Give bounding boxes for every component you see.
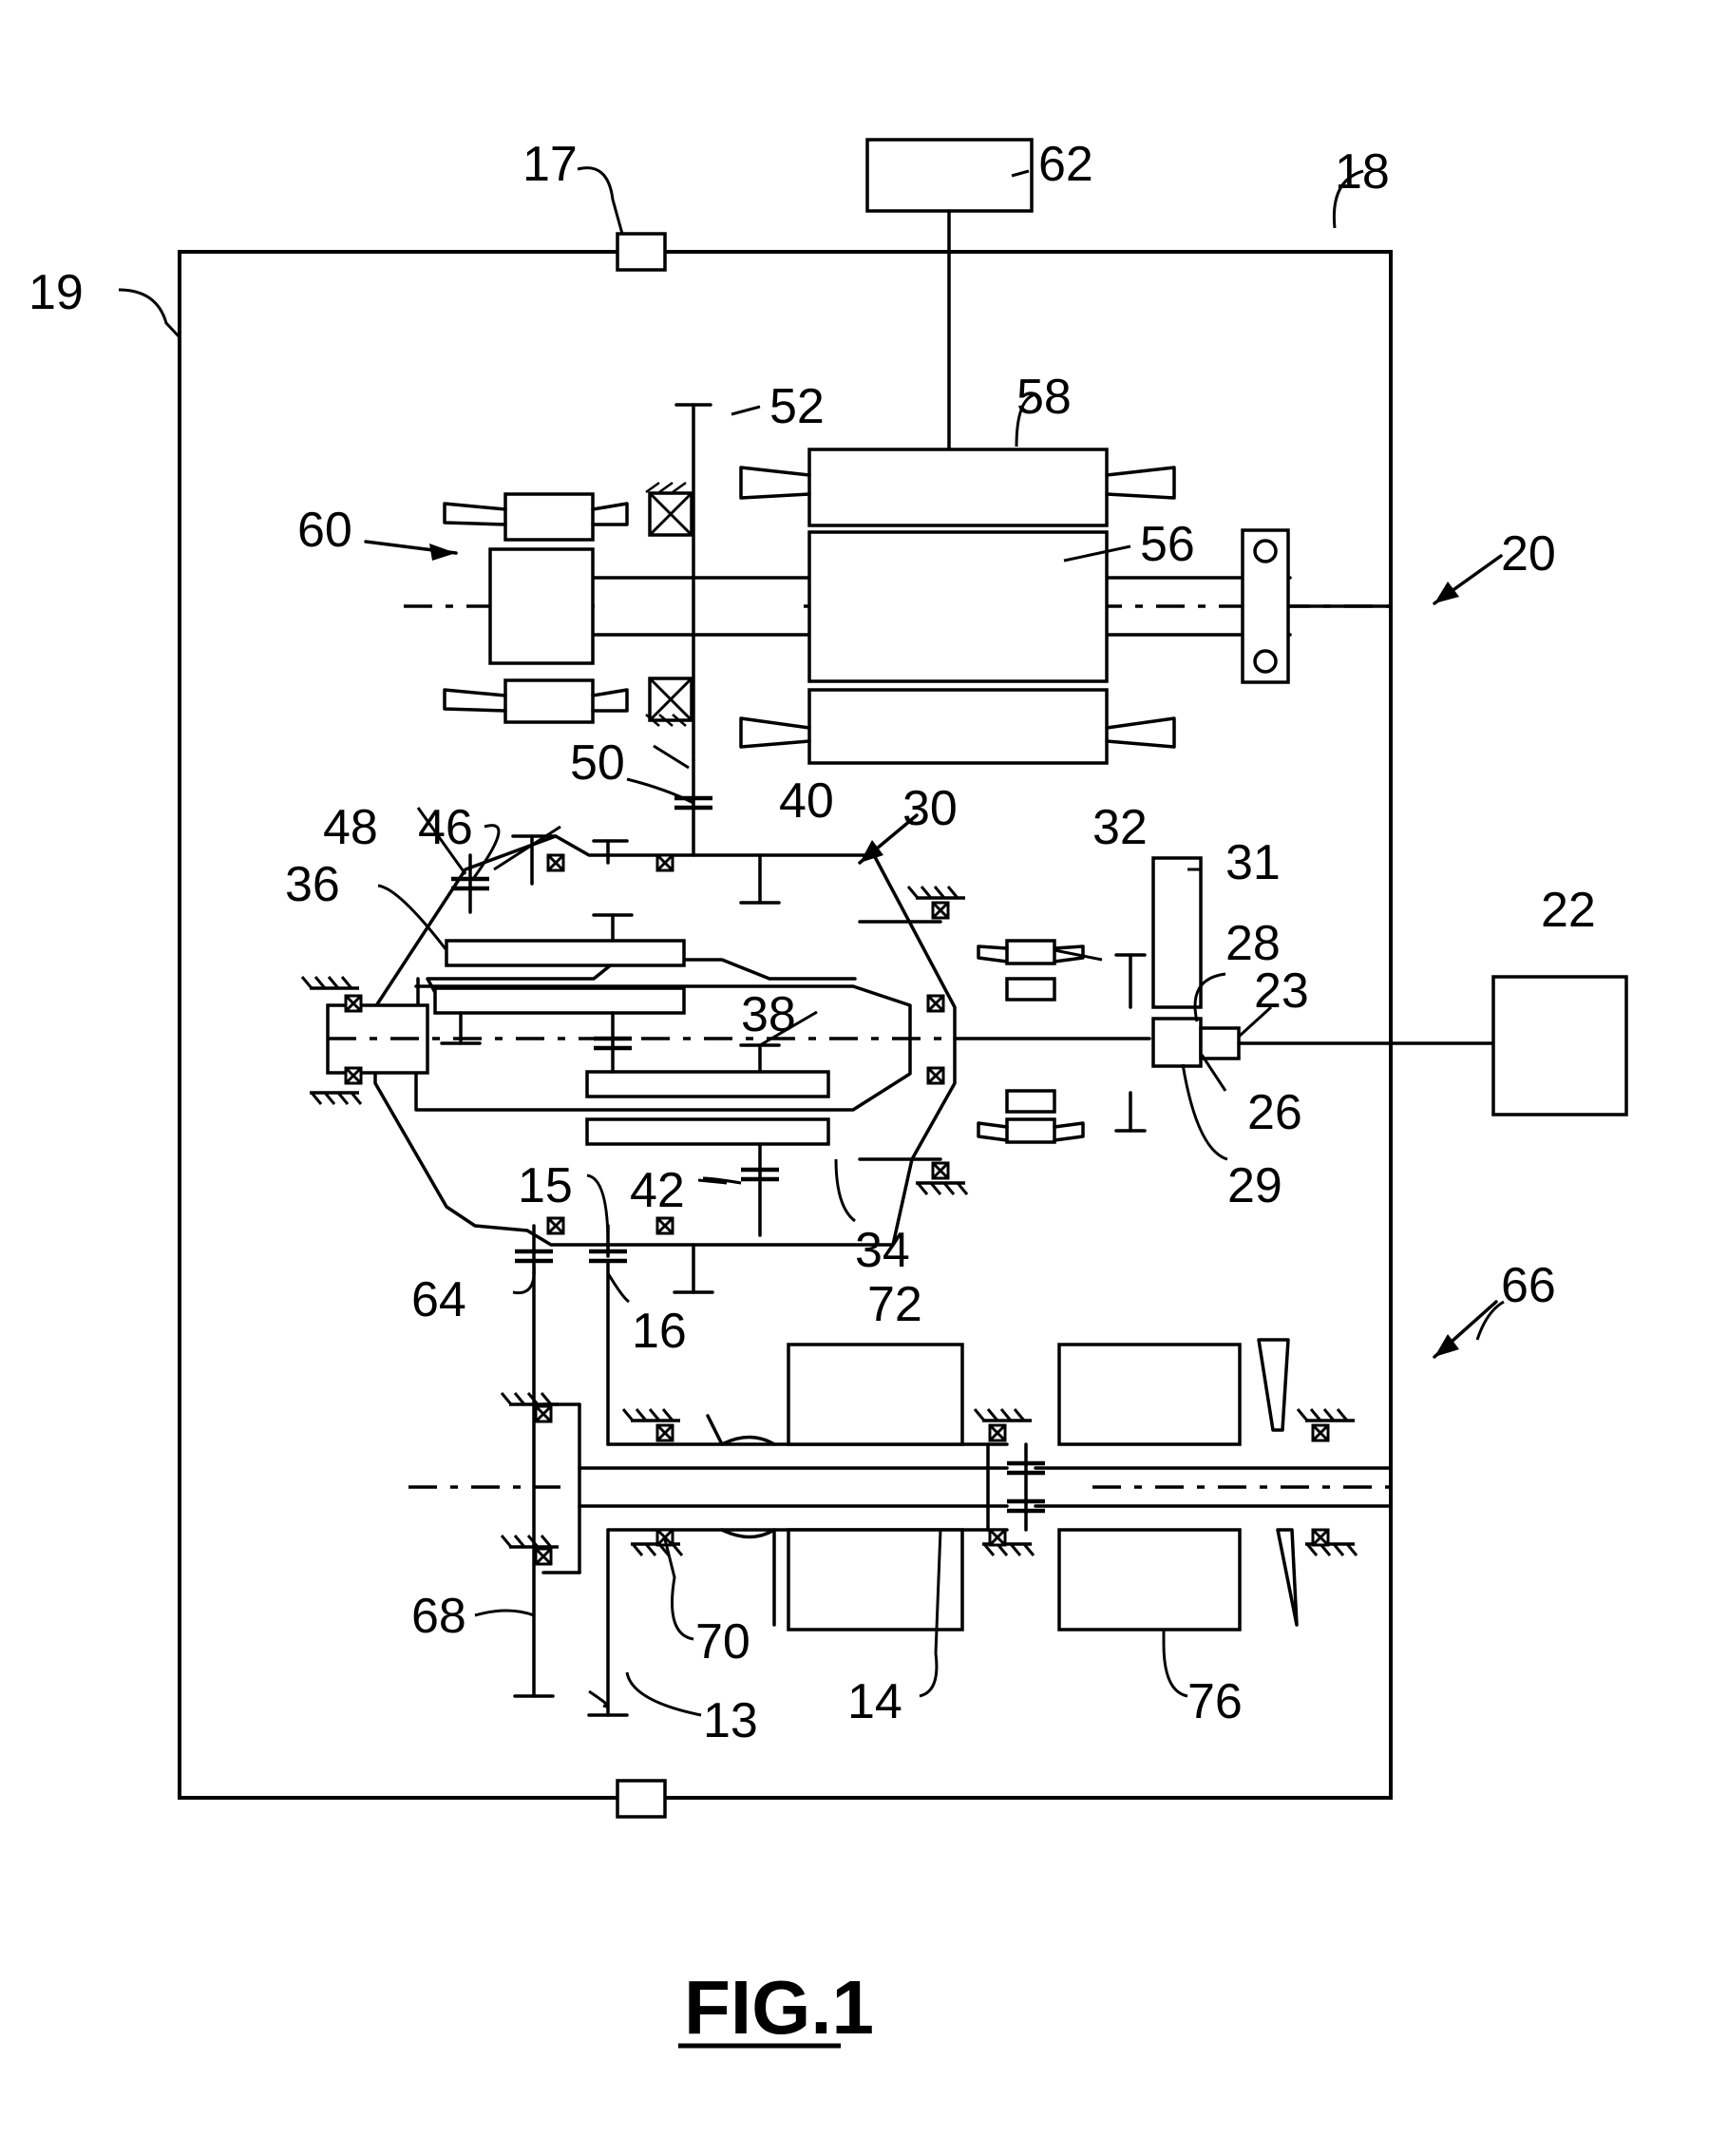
label-72: 72	[867, 1277, 922, 1332]
label-18: 18	[1335, 144, 1390, 200]
label-30: 30	[902, 781, 958, 836]
label-62: 62	[1038, 137, 1093, 192]
label-70: 70	[695, 1614, 750, 1669]
label-14: 14	[847, 1674, 902, 1729]
label-68: 68	[411, 1589, 466, 1644]
figure-title: FIG.1	[684, 1965, 874, 2050]
label-19: 19	[28, 265, 84, 320]
label-42: 42	[630, 1163, 685, 1218]
label-29: 29	[1227, 1158, 1282, 1213]
label-32: 32	[1092, 800, 1148, 855]
label-26: 26	[1247, 1085, 1302, 1140]
label-20: 20	[1501, 526, 1556, 582]
label-64: 64	[411, 1272, 466, 1327]
gearbox-30	[302, 760, 1626, 1245]
mount-top	[617, 234, 665, 270]
block-62	[867, 140, 1032, 211]
label-52: 52	[769, 379, 825, 434]
label-31: 31	[1225, 835, 1281, 890]
label-34: 34	[855, 1223, 910, 1278]
label-60: 60	[297, 503, 352, 558]
label-16: 16	[632, 1304, 687, 1359]
label-48: 48	[323, 800, 378, 855]
label-36: 36	[285, 857, 340, 912]
top-assembly-20	[404, 405, 1391, 763]
label-56: 56	[1140, 517, 1195, 572]
label-66: 66	[1501, 1258, 1556, 1313]
label-40: 40	[779, 773, 834, 829]
label-76: 76	[1187, 1674, 1243, 1729]
label-17: 17	[522, 137, 578, 192]
mount-bottom	[617, 1781, 665, 1817]
label-58: 58	[1016, 370, 1072, 425]
label-23: 23	[1254, 964, 1309, 1019]
label-38: 38	[741, 987, 796, 1042]
label-22: 22	[1541, 883, 1596, 938]
label-15: 15	[518, 1158, 573, 1213]
label-46: 46	[418, 800, 473, 855]
label-13: 13	[703, 1693, 758, 1748]
label-50: 50	[570, 735, 625, 791]
